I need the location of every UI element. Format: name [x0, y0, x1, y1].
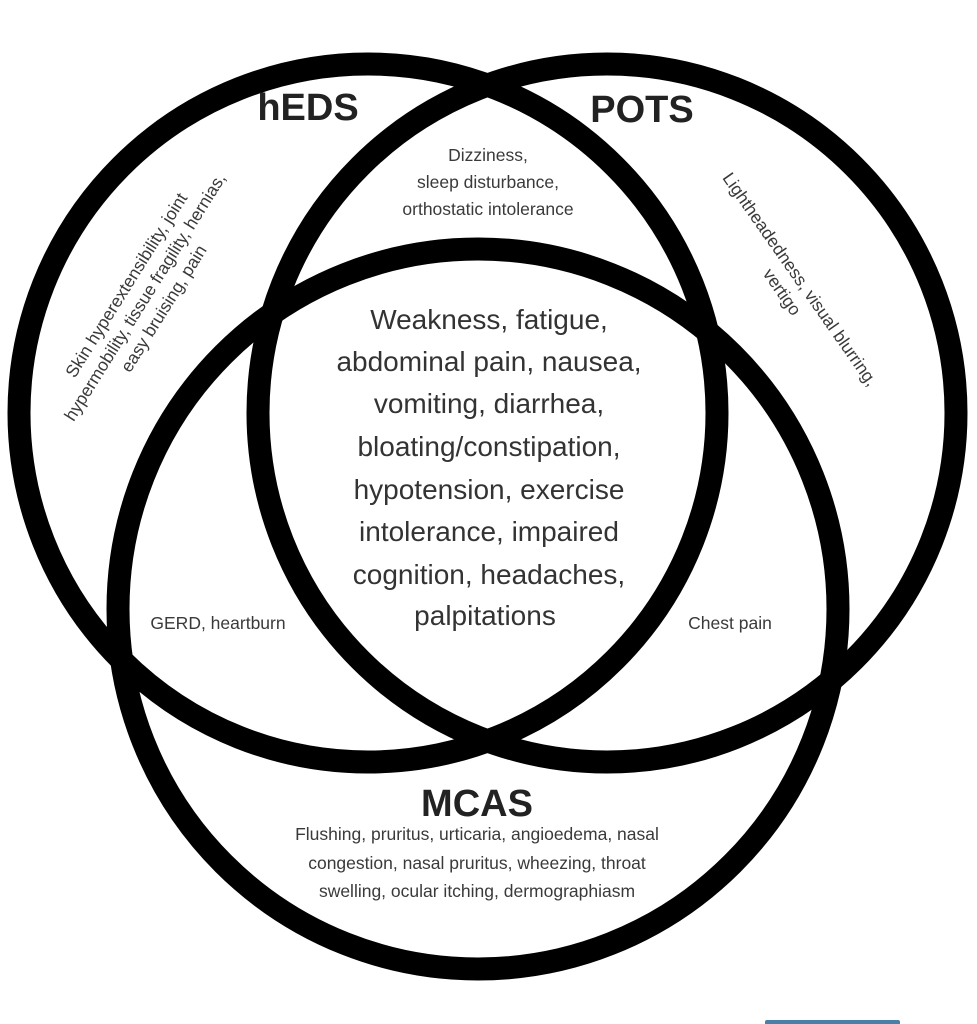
all-three-line: Weakness, fatigue, [370, 304, 608, 335]
mcas-only-line: congestion, nasal pruritus, wheezing, th… [308, 853, 646, 873]
heds-pots-line: orthostatic intolerance [402, 199, 573, 219]
all-three-line: cognition, headaches, [353, 559, 625, 590]
all-three-line: hypotension, exercise [354, 474, 625, 505]
all-three-line: intolerance, impaired [359, 516, 619, 547]
heds-title: hEDS [257, 87, 358, 129]
pots-circle [246, 52, 968, 774]
mcas-only-line: Flushing, pruritus, urticaria, angioedem… [295, 824, 659, 844]
mcas-title: MCAS [421, 783, 533, 825]
mcas-only-line: swelling, ocular itching, dermographiasm [319, 881, 635, 901]
all-three-line: bloating/constipation, [357, 431, 620, 462]
all-three-line: vomiting, diarrhea, [374, 388, 604, 419]
heds-only-label: Skin hyperextensibility, joint hypermobi… [60, 169, 230, 424]
pots-only-label: Lightheadedness, visual blurring, vertig… [719, 169, 882, 390]
heds-mcas-label: GERD, heartburn [150, 613, 285, 633]
all-three-line: palpitations [414, 600, 556, 631]
mcas-only-label: Flushing, pruritus, urticaria, angioedem… [295, 824, 659, 901]
heds-pots-line: Dizziness, [448, 145, 528, 165]
all-three-line: abdominal pain, nausea, [336, 346, 641, 377]
pots-title: POTS [590, 89, 693, 131]
mcas-circle [106, 237, 850, 981]
heds-pots-line: sleep disturbance, [417, 172, 559, 192]
pots-mcas-label: Chest pain [688, 613, 772, 633]
bottom-edge-bar [765, 1020, 900, 1024]
heds-pots-label: Dizziness, sleep disturbance, orthostati… [402, 145, 573, 219]
all-three-label: Weakness, fatigue, abdominal pain, nause… [336, 304, 641, 631]
heds-circle [7, 52, 729, 774]
